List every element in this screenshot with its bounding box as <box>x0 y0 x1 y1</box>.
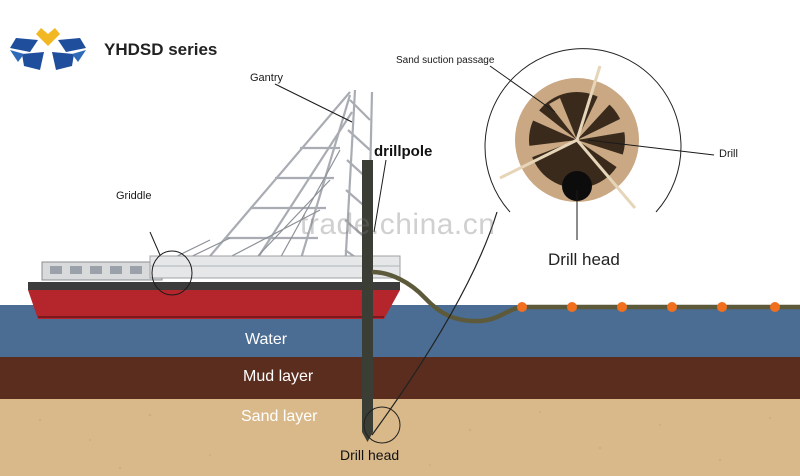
suction-pipe <box>371 269 800 324</box>
griddle-label: Griddle <box>116 190 152 202</box>
yhdsd-logo <box>10 28 86 70</box>
drill-label: Drill <box>719 148 738 160</box>
gantry-pointer <box>274 83 353 123</box>
pipe-floats <box>517 302 780 312</box>
drill-pole-label-rest: pole <box>401 143 433 160</box>
drill-head-detail-label: Drill head <box>548 250 620 269</box>
drill-pole <box>362 160 373 432</box>
hull <box>28 290 400 319</box>
sand-layer-label: Sand layer <box>241 408 318 425</box>
griddle-pointer <box>149 231 161 256</box>
sand-layer <box>0 399 800 476</box>
griddle-highlight-circle <box>151 250 193 296</box>
mud-layer-label: Mud layer <box>243 368 314 385</box>
gantry-label: Gantry <box>250 72 284 84</box>
drill-head-bottom-circle <box>363 406 401 444</box>
hull-deck-band <box>28 282 400 290</box>
drill-head-bottom-label: Drill head <box>340 447 400 463</box>
deck-frame <box>149 255 401 279</box>
detail-callout-leader <box>371 211 498 436</box>
detail-callout-outline <box>484 48 682 213</box>
water-layer-label: Water <box>245 331 288 348</box>
drill-pole-pointer <box>373 159 387 233</box>
gantry-members <box>164 149 341 263</box>
watermark-text: trade.china.cn <box>300 208 496 241</box>
drill-pointer <box>587 139 715 156</box>
series-title: YHDSD series <box>104 40 218 59</box>
sand-texture <box>38 411 772 470</box>
mud-layer <box>0 357 800 399</box>
sand-passage-pointer <box>489 65 556 113</box>
drill-pole-tip <box>362 432 373 442</box>
sand-suction-passage-label: Sand suction passage <box>396 55 495 66</box>
cabin-windows <box>50 266 142 274</box>
drill-head-detail <box>499 65 639 209</box>
drill-pole-label: drillpole <box>374 143 432 160</box>
drill-pole-label-bold: drill <box>374 143 402 160</box>
